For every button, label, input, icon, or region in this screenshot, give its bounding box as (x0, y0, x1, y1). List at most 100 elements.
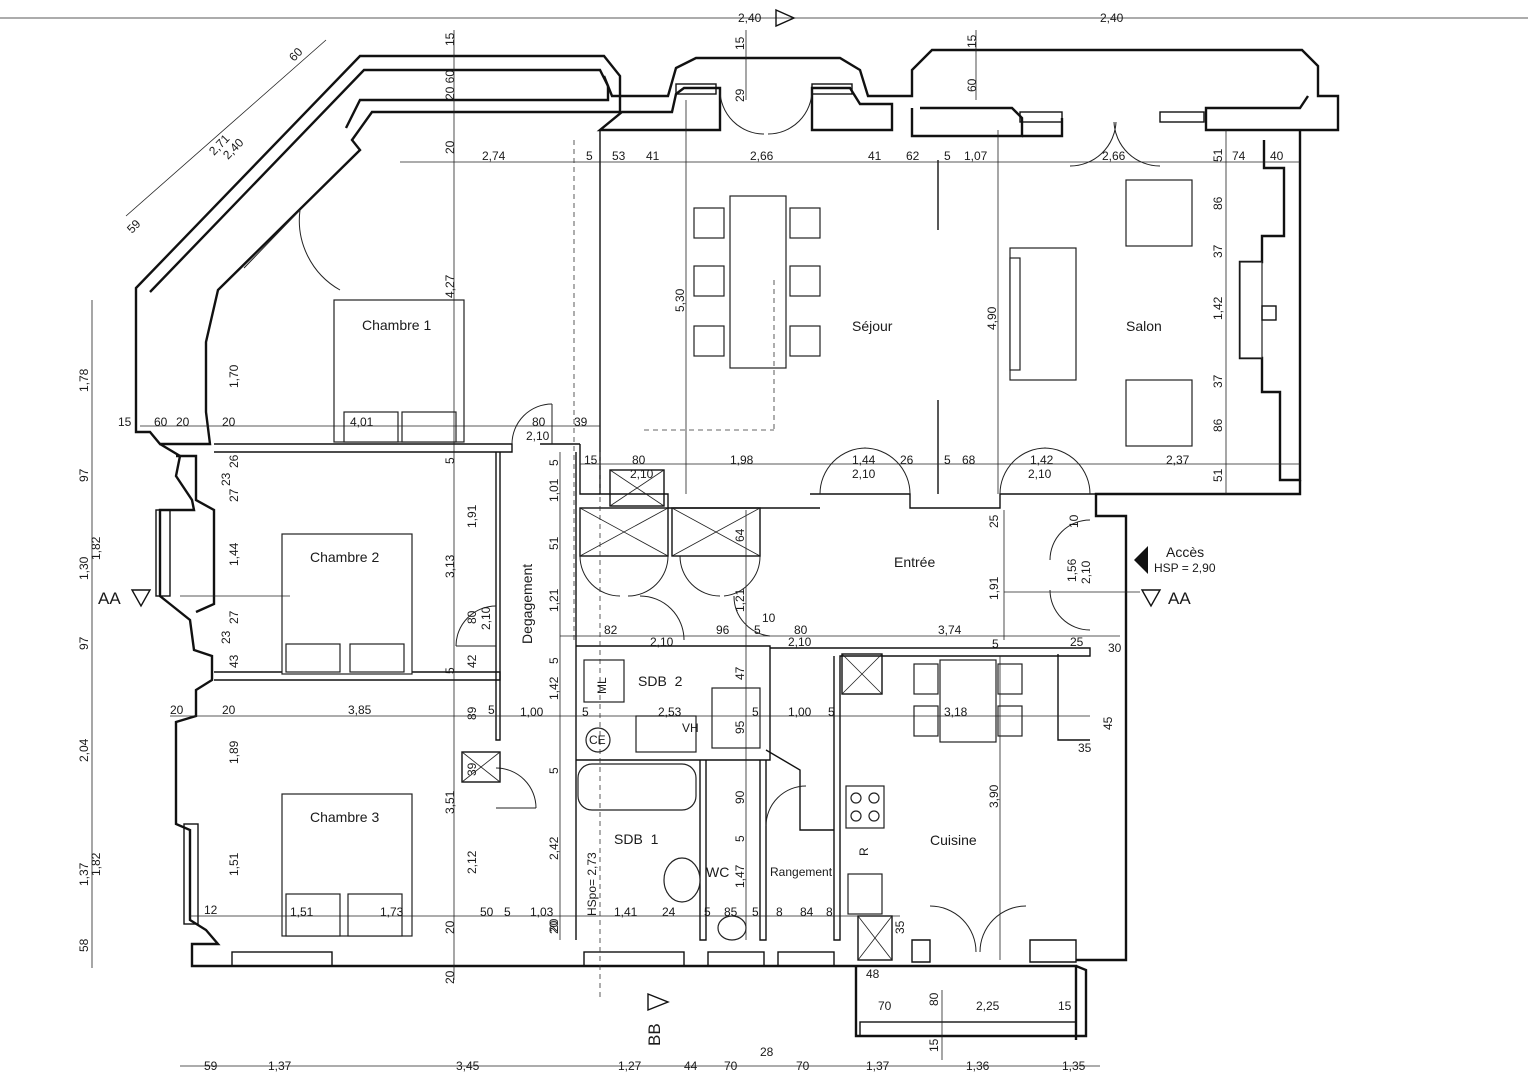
room-sdb-2: SDB 2 (638, 673, 683, 689)
dim-bottom-row: 1,36 (966, 1059, 990, 1073)
dim-left-vertical: 2,04 (77, 738, 91, 762)
dimension-texts: 2,40 2,40 2,71 2,40 60 59 15 20 60 20 15… (77, 11, 1284, 1073)
dim-degagement: 20 (547, 918, 561, 932)
dim-chambre1: 39 (574, 415, 588, 429)
dim-chambre2: 43 (227, 654, 241, 668)
dim-top-outer: 2,40 (1100, 11, 1124, 25)
dim-top-vertical: 15 (965, 34, 979, 48)
dim-entree: 25 (987, 514, 1001, 528)
dim-chambre2: 5 (443, 667, 457, 674)
boiler-ce (585, 727, 611, 753)
dim-vertical-sejour: 5,30 (673, 288, 687, 312)
dim-left-vertical: 1,82 (89, 536, 103, 560)
bed-chambre1 (333, 299, 465, 443)
dim-degagement: 2,42 (547, 836, 561, 860)
dim-degagement: 1,42 (547, 676, 561, 700)
closets (461, 469, 893, 961)
dim-row-chambre3: 5 (752, 705, 759, 719)
dim-bottom-row: 1,37 (268, 1059, 292, 1073)
room-rangement: Rangement (770, 865, 833, 879)
dim-chambre3: 20 (443, 920, 457, 934)
dim-chambre3: 35 (893, 920, 907, 934)
dim-row-chambre3: 2,53 (658, 705, 682, 719)
dim-left-vertical: 1,30 (77, 556, 91, 580)
doors (243, 89, 1161, 953)
dim-balcony: 48 (866, 967, 880, 981)
dim-chambre3: 5 (704, 905, 711, 919)
room-labels: Chambre 1 Chambre 2 Chambre 3 Séjour Sal… (98, 317, 1216, 1046)
dim-left-vertical: 58 (77, 938, 91, 952)
dim-chambre3: 24 (662, 905, 676, 919)
dim-chambre3: 1,51 (227, 852, 241, 876)
dim-row-top: 62 (906, 149, 920, 163)
dim-row-sejour-bottom: 26 (900, 453, 914, 467)
room-sejour: Séjour (852, 318, 893, 334)
dim-degagement: 5 (547, 767, 561, 774)
armchair-top (1125, 179, 1193, 247)
section-markers (130, 8, 1277, 1012)
dimension-lines (0, 17, 1528, 1067)
room-entree: Entrée (894, 554, 935, 570)
section-aa-arrow-left (130, 589, 152, 608)
dim-chambre3: 1,73 (380, 905, 404, 919)
dim-diagonal: 59 (124, 217, 144, 237)
dim-balcony: 15 (1058, 999, 1072, 1013)
wc-toilet (717, 915, 747, 941)
dim-chambre3: 85 (724, 905, 738, 919)
dim-chambre3: 5 (504, 905, 511, 919)
dim-bottom-row: 44 (684, 1059, 698, 1073)
dim-row-chambre3: 20 (170, 703, 184, 717)
dim-row-sejour-bottom: 80 (632, 453, 646, 467)
dim-balcony: 70 (878, 999, 892, 1013)
dim-chambre3: 50 (480, 905, 494, 919)
dim-chambre2: 3,13 (443, 554, 457, 578)
dim-row-chambre3: 45 (1101, 716, 1115, 730)
dim-sdb: 39 (465, 762, 479, 776)
dim-row-sejour-bottom: 2,37 (1166, 453, 1190, 467)
dim-row-sejour-bottom: 2,10 (852, 467, 876, 481)
dim-top-vertical: 60 (965, 78, 979, 92)
dim-vertical-sejour: 37 (1211, 244, 1225, 258)
dim-row-sdb2: 5 (754, 623, 761, 637)
vh-label: VH (682, 721, 699, 735)
dim-chambre1: 4,01 (350, 415, 374, 429)
dim-row-top: 2,66 (750, 149, 774, 163)
dim-row-chambre3: 3,85 (348, 703, 372, 717)
section-aa-arrow-right (1140, 589, 1162, 608)
furniture (281, 179, 1263, 941)
bed-chambre2 (281, 533, 413, 675)
dim-left-vertical: 97 (77, 468, 91, 482)
dim-sdb: 3,51 (443, 790, 457, 814)
dim-vertical-sejour: 1,42 (1211, 296, 1225, 320)
dim-chambre1: 20 (176, 415, 190, 429)
room-cuisine: Cuisine (930, 832, 977, 848)
dim-chambre2: 1,91 (465, 504, 479, 528)
dim-degagement: 1,21 (547, 588, 561, 612)
dim-bottom-row: 59 (204, 1059, 218, 1073)
section-top-arrow (775, 8, 796, 28)
cooktop (845, 785, 885, 829)
dim-balcony: 80 (927, 992, 941, 1006)
kitchen-table (913, 659, 1023, 743)
dim-sdb: 5 (733, 835, 747, 842)
dim-row-chambre3: 3,18 (944, 705, 968, 719)
room-sdb-1: SDB 1 (614, 831, 659, 847)
dim-bottom-row: 1,35 (1062, 1059, 1086, 1073)
dim-top-vertical: 20 60 (443, 70, 457, 100)
dim-sdb: 90 (733, 790, 747, 804)
dim-row-sdb2: 2,10 (650, 635, 674, 649)
dim-chambre1: 2,10 (526, 429, 550, 443)
section-aa-left: AA (98, 589, 121, 608)
dim-row-sdb2: 82 (604, 623, 618, 637)
ce-label: CE (589, 733, 606, 747)
dim-left-vertical: 1,78 (77, 368, 91, 392)
dim-degagement: 51 (547, 536, 561, 550)
dim-chambre3: 84 (800, 905, 814, 919)
room-wc: WC (706, 864, 729, 880)
room-chambre-2: Chambre 2 (310, 549, 379, 565)
dim-balcony: 15 (927, 1038, 941, 1052)
dim-chambre1: 15 (118, 415, 132, 429)
dim-row-top: 1,07 (964, 149, 988, 163)
dim-row-sdb2: 80 (794, 623, 808, 637)
